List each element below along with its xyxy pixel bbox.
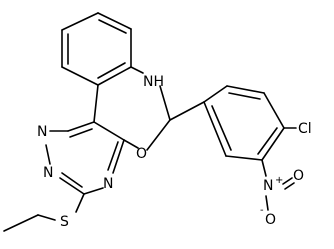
bond-tri-1 bbox=[93, 121, 125, 141]
label-nitro-oxygen-charge: - bbox=[260, 205, 264, 216]
bond-ar-1 bbox=[203, 85, 228, 103]
bond-tri-4 bbox=[59, 177, 85, 195]
label-nitro-oxygen-top: O bbox=[293, 168, 304, 184]
bond-benz-junction bbox=[93, 84, 99, 123]
bond-nitro-o-right bbox=[265, 195, 269, 211]
label-chlorine: Cl bbox=[298, 121, 312, 137]
bond-tri-3 bbox=[83, 187, 104, 195]
label-nitro-oxygen-right: O bbox=[265, 212, 276, 228]
bond-benz-5 bbox=[61, 66, 99, 86]
bond-benz-nh bbox=[130, 66, 144, 74]
label-nitrogen-b: N bbox=[43, 165, 53, 181]
bond-ar-4-inner bbox=[257, 127, 278, 155]
bond-benz-2 bbox=[97, 12, 132, 30]
bond-ar-6-inner bbox=[211, 105, 232, 151]
bond-tri-6b bbox=[67, 121, 95, 132]
bond-tri-2-inner bbox=[107, 141, 119, 171]
bond-tri-6-inner bbox=[69, 128, 93, 138]
atom-labels: NH O N N N S Cl N + O O - bbox=[37, 74, 312, 230]
label-nitrogen-c: N bbox=[103, 176, 113, 192]
bond-nh-ch bbox=[159, 85, 171, 121]
bond-tri-4-inner bbox=[61, 172, 83, 188]
label-ring-oxygen: O bbox=[136, 146, 147, 162]
bond-ar-5 bbox=[225, 155, 263, 161]
bond-ar-4 bbox=[261, 127, 285, 161]
bond-ch-o bbox=[146, 119, 171, 151]
bond-ar-2-inner bbox=[228, 92, 261, 100]
bond-me bbox=[3, 214, 39, 232]
bond-benz-1 bbox=[61, 12, 99, 31]
bond-benz-4-inner bbox=[97, 62, 126, 79]
label-nitro-nitrogen: N bbox=[263, 178, 273, 194]
bond-benz-2-inner bbox=[98, 19, 127, 34]
label-nitro-nitrogen-charge: + bbox=[275, 175, 283, 186]
bond-benz-4 bbox=[97, 66, 132, 86]
bonds bbox=[3, 12, 297, 232]
bond-nitro-o-top-2 bbox=[284, 182, 295, 190]
bond-nitro-o-top bbox=[282, 177, 293, 185]
bond-ar-6 bbox=[203, 101, 227, 157]
bond-ar-3 bbox=[263, 92, 285, 129]
bond-tri-5 bbox=[45, 144, 51, 165]
bond-ch-aryl bbox=[169, 101, 205, 121]
bond-ar-2 bbox=[226, 85, 265, 94]
bond-c-s bbox=[75, 193, 85, 213]
label-nitrogen-a: N bbox=[37, 124, 47, 140]
label-nh: NH bbox=[143, 74, 164, 90]
bond-s-me bbox=[37, 214, 56, 221]
label-sulfur: S bbox=[60, 214, 69, 230]
bond-tri-o bbox=[123, 139, 139, 149]
bond-tri-2 bbox=[112, 139, 125, 174]
bond-c-nitro bbox=[261, 159, 267, 177]
